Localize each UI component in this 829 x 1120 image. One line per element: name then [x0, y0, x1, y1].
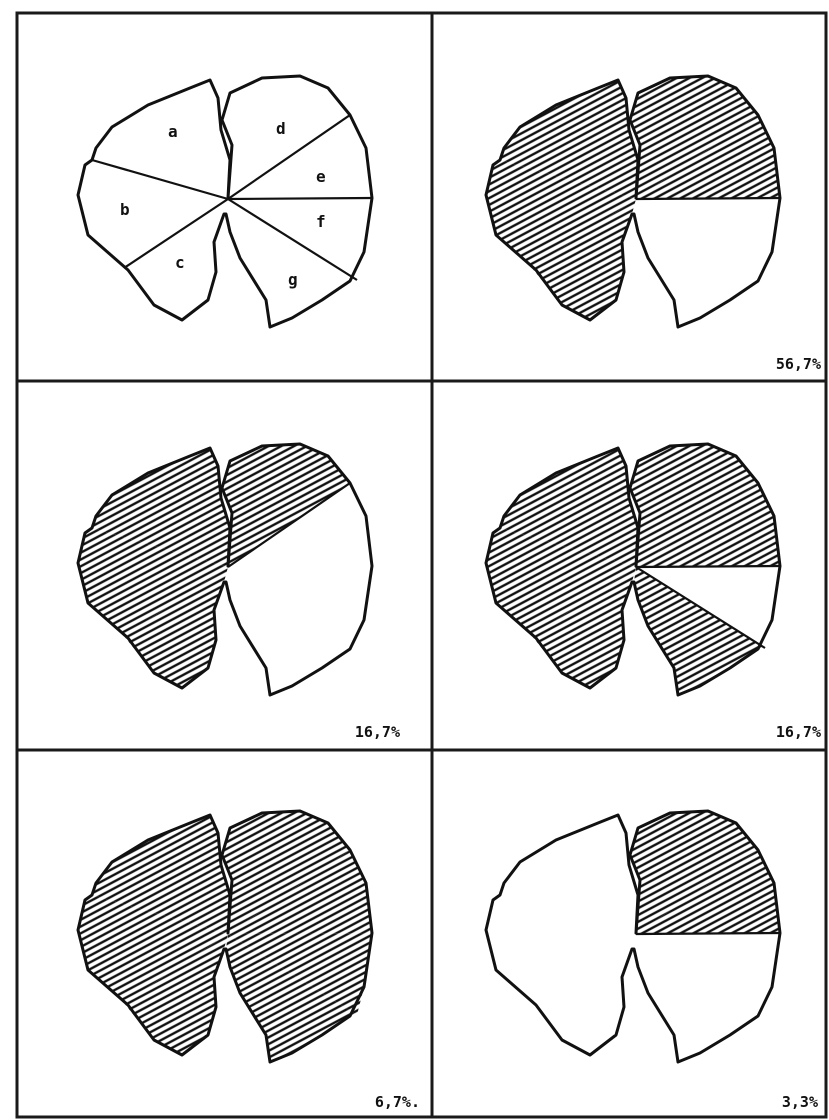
panel-p3	[486, 444, 780, 695]
percentage-label-panel-5: 3,3%	[782, 1093, 818, 1111]
sector-letter-f: f	[316, 212, 326, 231]
percentage-label-panel-3: 16,7%	[776, 723, 821, 741]
sector-boundary-ef-p5	[636, 933, 780, 934]
panel-p4	[78, 811, 372, 1062]
sector-letter-g: g	[288, 270, 298, 289]
panel-p2	[78, 444, 372, 695]
panel-p5	[486, 811, 780, 1062]
percentage-label-panel-1: 56,7%	[776, 355, 821, 373]
sector-letter-a: a	[168, 122, 178, 141]
sector-letter-e: e	[316, 167, 326, 186]
percentage-label-panel-4: 6,7%.	[375, 1093, 420, 1111]
sector-boundary-ef-p1	[636, 198, 780, 199]
sector-letter-d: d	[276, 119, 286, 138]
percentage-label-panel-2: 16,7%	[355, 723, 400, 741]
sector-line-3	[228, 198, 372, 199]
panels-layer	[78, 76, 780, 1062]
sector-letter-b: b	[120, 200, 130, 219]
sector-boundary-ef-p3	[636, 566, 780, 567]
panel-p1	[486, 76, 780, 327]
sector-letter-c: c	[175, 253, 185, 272]
